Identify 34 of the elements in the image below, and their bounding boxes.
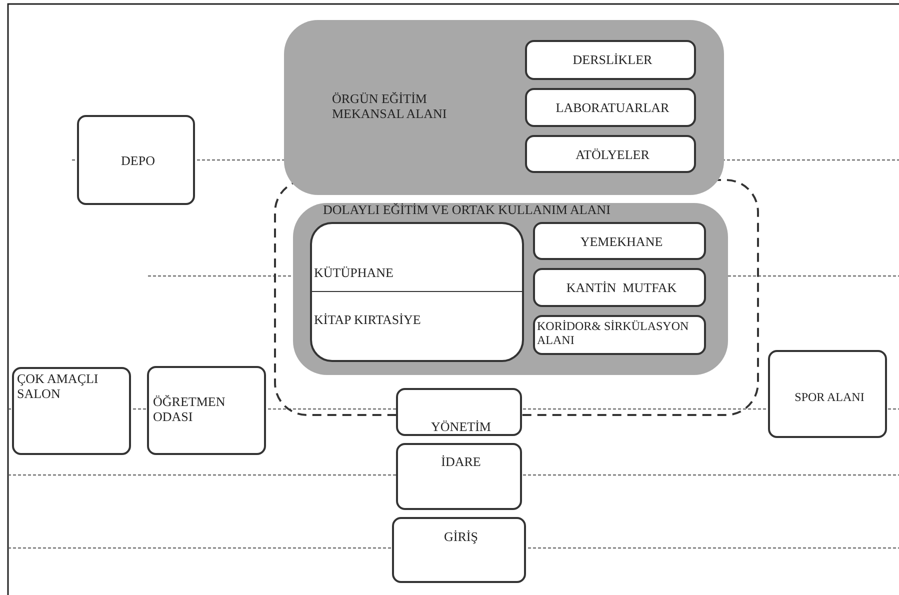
room-label: YEMEKHANE <box>579 235 664 250</box>
room-box <box>525 135 696 173</box>
room-label: KANTİN MUTFAK <box>565 281 678 296</box>
room-box <box>77 115 195 205</box>
room-label: LABORATUARLAR <box>554 101 670 116</box>
room-box <box>525 88 696 127</box>
room-label: ATÖLYELER <box>574 148 650 163</box>
room-box <box>533 315 706 355</box>
room-box <box>533 268 706 307</box>
zone-panel <box>293 203 728 375</box>
room-label: İDARE <box>440 455 482 470</box>
room-box <box>12 367 131 455</box>
room-label: KİTAP KIRTASİYE <box>314 313 422 328</box>
room-label: GİRİŞ <box>443 530 479 545</box>
room-box <box>396 443 522 510</box>
room-box <box>392 517 526 583</box>
room-box <box>310 292 524 362</box>
room-label: KORİDOR& SİRKÜLASYON ALANI <box>537 320 690 348</box>
room-box <box>310 222 524 292</box>
room-label: DERSLİKLER <box>572 53 654 68</box>
room-box <box>147 366 266 455</box>
zone-panel <box>284 20 724 195</box>
room-box <box>533 222 706 260</box>
room-label: ÖĞRETMEN ODASI <box>153 395 226 425</box>
room-label: SPOR ALANI <box>794 391 866 405</box>
zone-title: ÖRGÜN EĞİTİM MEKANSAL ALANI <box>332 92 448 122</box>
zone-title: DOLAYLI EĞİTİM VE ORTAK KULLANIM ALANI <box>323 203 612 218</box>
room-label: KÜTÜPHANE <box>314 266 394 281</box>
room-label: ÇOK AMAÇLI SALON <box>17 372 100 402</box>
room-label: DEPO <box>120 154 156 169</box>
room-label: YÖNETİM <box>430 420 492 435</box>
room-box <box>525 40 696 80</box>
room-box <box>396 388 522 436</box>
room-box <box>768 350 887 438</box>
